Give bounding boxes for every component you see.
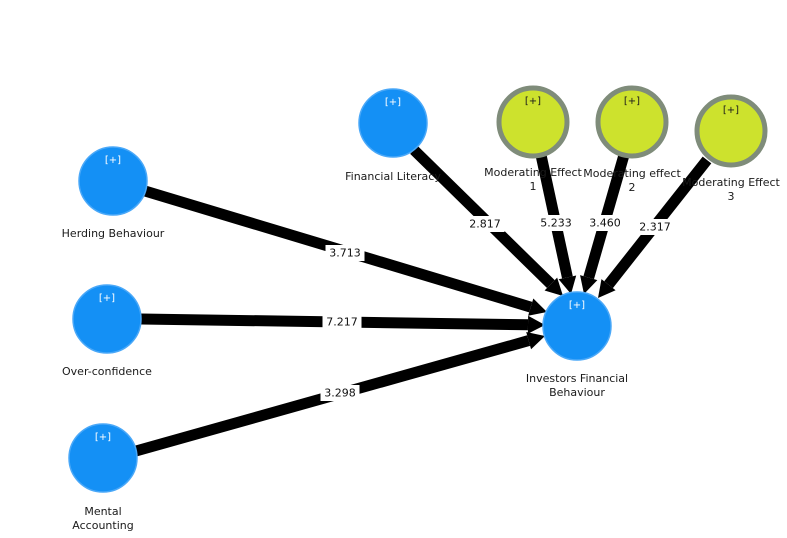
path-coefficient-background [635, 219, 675, 235]
arrowhead [598, 279, 616, 298]
expand-toggle[interactable]: [+] [95, 432, 111, 443]
moderator-circle[interactable] [496, 85, 570, 159]
path-coefficient-label: 2.817 [469, 218, 501, 231]
expand-toggle[interactable]: [+] [525, 96, 541, 107]
node-label: Moderating effect [583, 167, 681, 180]
moderator-circle[interactable] [595, 85, 669, 159]
node-overconfidence[interactable]: [+] Over-confidence [62, 284, 152, 378]
expand-toggle[interactable]: [+] [385, 97, 401, 108]
path-coefficient-label: 7.217 [326, 316, 358, 329]
path-coefficient-background [322, 314, 362, 330]
path-coefficient-background [536, 215, 576, 231]
arrowhead [544, 277, 563, 296]
expand-toggle[interactable]: [+] [105, 155, 121, 166]
path-mod1-to-target[interactable]: 5.233 [535, 153, 577, 294]
edges-layer: 3.713 7.217 3.298 2.817 5.233 3.460 2.317 [134, 146, 712, 457]
node-label: 3 [728, 190, 735, 203]
path-mod3-to-target[interactable]: 2.317 [598, 156, 712, 298]
node-literacy[interactable]: [+] Financial Literacy [345, 88, 441, 183]
node-label: Investors Financial [526, 372, 628, 385]
construct-circle[interactable] [358, 88, 428, 158]
node-herding[interactable]: [+] Herding Behaviour [62, 146, 165, 240]
arrowhead [580, 275, 598, 294]
expand-toggle[interactable]: [+] [624, 96, 640, 107]
path-literacy-to-target[interactable]: 2.817 [410, 146, 563, 296]
node-label: Behaviour [549, 386, 605, 399]
path-coefficient-label: 3.460 [589, 217, 621, 230]
path-coefficient-background [325, 245, 365, 261]
node-label: 1 [530, 180, 537, 193]
path-coefficient-background [585, 215, 625, 231]
arrowhead [558, 275, 577, 294]
path-coefficient-background [320, 385, 360, 401]
path-mod2-to-target[interactable]: 3.460 [580, 153, 630, 294]
expand-toggle[interactable]: [+] [723, 105, 739, 116]
node-label: 2 [629, 181, 636, 194]
path-mental-to-target[interactable]: 3.298 [134, 331, 545, 457]
node-label: Over-confidence [62, 365, 152, 378]
node-label: Moderating Effect [484, 166, 582, 179]
arrowhead [528, 298, 547, 316]
node-label: Financial Literacy [345, 170, 441, 183]
nodes-layer: [+]Herding Behaviour[+]Over-confidence[+… [62, 85, 781, 532]
construct-circle[interactable] [542, 291, 612, 361]
arrowhead [527, 315, 545, 334]
arrowhead [526, 331, 545, 350]
path-coefficient-background [465, 216, 505, 232]
construct-circle[interactable] [68, 423, 138, 493]
expand-toggle[interactable]: [+] [569, 300, 585, 311]
path-herding-to-target[interactable]: 3.713 [143, 185, 547, 316]
path-coefficient-label: 5.233 [540, 217, 572, 230]
construct-circle[interactable] [72, 284, 142, 354]
node-label: Moderating Effect [682, 176, 780, 189]
node-label: Accounting [72, 519, 133, 532]
path-overconfidence-to-target[interactable]: 7.217 [140, 313, 545, 334]
construct-circle[interactable] [78, 146, 148, 216]
moderator-circle[interactable] [694, 94, 768, 168]
expand-toggle[interactable]: [+] [99, 293, 115, 304]
node-label: Herding Behaviour [62, 227, 165, 240]
path-coefficient-label: 3.713 [329, 247, 361, 260]
node-label: Mental [84, 505, 121, 518]
path-coefficient-label: 2.317 [639, 221, 671, 234]
path-coefficient-label: 3.298 [324, 387, 356, 400]
